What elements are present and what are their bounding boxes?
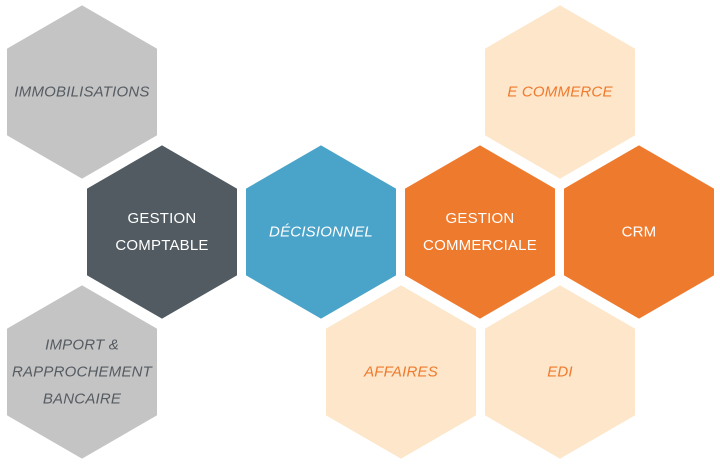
hexagon-label-line: DÉCISIONNEL	[269, 224, 373, 241]
hexagon-label-line: BANCAIRE	[43, 391, 122, 408]
hexagon-gestion-comptable: GESTION COMPTABLE	[83, 141, 241, 323]
hexagon-e-commerce: E COMMERCE	[481, 1, 639, 183]
hexagon-crm: CRM	[560, 141, 718, 323]
hexagon-shape	[3, 1, 161, 183]
hexagon-label-line: GESTION	[446, 210, 515, 227]
hexagon-shape	[242, 141, 400, 323]
hexagon-label-line: CRM	[622, 224, 657, 241]
hexagon-label-line: GESTION	[128, 210, 197, 227]
hexagon-label-line: IMMOBILISATIONS	[14, 84, 149, 101]
hexagon-label-line: EDI	[547, 364, 573, 381]
hexagon-gestion-commerciale: GESTION COMMERCIALE	[401, 141, 559, 323]
hexagon-label-line: COMPTABLE	[115, 237, 208, 254]
hexagon-label-line: IMPORT &	[45, 337, 119, 354]
hexagon-shape	[481, 281, 639, 463]
hexagon-decisionnel: DÉCISIONNEL	[242, 141, 400, 323]
hexagon-shape	[3, 281, 161, 463]
hexagon-shape	[560, 141, 718, 323]
hexagon-label-line: COMMERCIALE	[423, 237, 537, 254]
hexagon-import-rapprochement-bancaire: IMPORT & RAPPROCHEMENT BANCAIRE	[3, 281, 161, 463]
hexagon-shape	[481, 1, 639, 183]
hexagon-shape	[83, 141, 241, 323]
hexagon-label-line: E COMMERCE	[507, 84, 613, 101]
hexagon-shape	[401, 141, 559, 323]
hexagon-label-line: RAPPROCHEMENT	[12, 364, 154, 381]
hexagon-shape	[322, 281, 480, 463]
hexagon-affaires: AFFAIRES	[322, 281, 480, 463]
hexagon-immobilisations: IMMOBILISATIONS	[3, 1, 161, 183]
hexagon-edi: EDI	[481, 281, 639, 463]
hexagon-label-line: AFFAIRES	[363, 364, 438, 381]
